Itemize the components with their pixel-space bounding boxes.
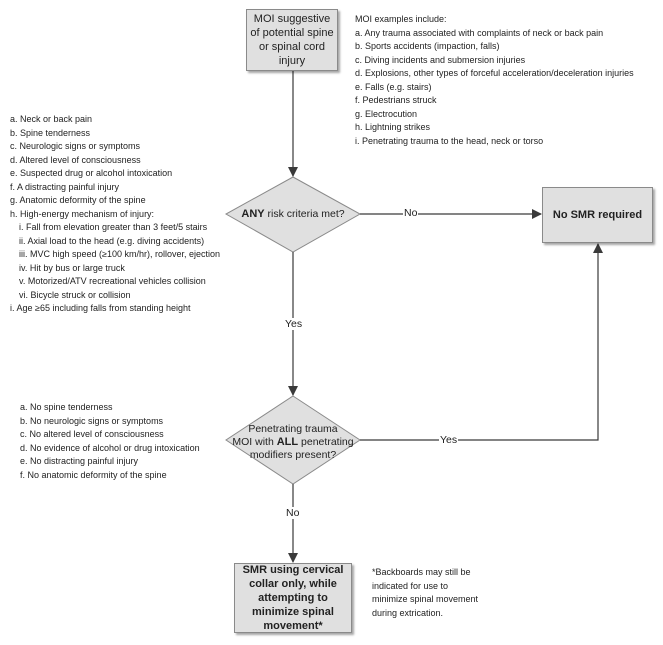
list-item: e. Suspected drug or alcohol intoxicatio… [10,168,173,178]
list-item: e. No distracting painful injury [20,456,139,466]
penetrating-decision-line2-post: penetrating [298,436,354,448]
list-item: c. Diving incidents and submersion injur… [355,54,526,65]
moi-suggestive-box: MOI suggestive of potential spine or spi… [246,9,338,71]
list-item: h. Lightning strikes [355,122,431,132]
penetrating-decision-line3: modifiers present? [249,449,337,461]
backboard-footnote: *Backboards may still be indicated for u… [372,567,479,618]
list-item: b. Spine tenderness [10,127,91,138]
risk-decision-any: ANY [241,208,265,220]
list-item: b. No neurologic signs or symptoms [20,415,164,426]
smr-collar-text: SMR using cervical collar only, while at… [242,564,344,632]
no-smr-box: No SMR required [542,187,653,243]
penetrating-decision-line2-pre: MOI with [232,436,277,448]
arrow-penetrating-yes [360,243,603,441]
moi-suggestive-text: MOI suggestive of potential spine or spi… [250,13,334,67]
smr-collar-box: SMR using cervical collar only, while at… [234,563,352,633]
risk-criteria-list: a. Neck or back pain b. Spine tenderness… [10,113,220,316]
list-item: i. Penetrating trauma to the head, neck … [355,135,544,146]
list-item: f. No anatomic deformity of the spine [20,469,167,480]
list-item: f. A distracting painful injury [10,181,120,192]
list-item: a. No spine tenderness [20,402,113,412]
penetrating-decision-line1: Penetrating trauma [248,423,338,435]
list-item: c. No altered level of consciousness [20,429,164,439]
penetrating-modifiers-list: a. No spine tenderness b. No neurologic … [20,401,200,482]
risk-decision-text: ANY risk criteria met? [228,208,358,221]
edge-label-penetrating-yes: Yes [439,434,459,446]
penetrating-decision-all: ALL [276,436,299,448]
list-item: i. Age ≥65 including falls from standing… [10,303,191,313]
moi-examples-list: MOI examples include: a. Any trauma asso… [355,13,634,148]
edge-label-penetrating-no: No [285,507,301,519]
list-item: h. High-energy mechanism of injury: [10,208,155,219]
list-item: f. Pedestrians struck [355,95,437,105]
penetrating-decision-text: Penetrating trauma MOI with ALL penetrat… [228,423,358,462]
list-item: d. Altered level of consciousness [10,154,141,165]
list-item: e. Falls (e.g. stairs) [355,81,432,92]
list-item: a. Any trauma associated with complaints… [355,27,604,38]
edge-label-risk-yes: Yes [284,318,304,330]
list-item: g. Anatomic deformity of the spine [10,195,146,205]
list-subitem: iii. MVC high speed (≥100 km/hr), rollov… [19,249,221,259]
list-subitem: iv. Hit by bus or large truck [19,262,125,273]
list-item: d. Explosions, other types of forceful a… [355,68,634,78]
list-item: c. Neurologic signs or symptoms [10,141,141,151]
list-item: b. Sports accidents (impaction, falls) [355,41,500,51]
no-smr-text: No SMR required [552,209,643,221]
list-subitem: vi. Bicycle struck or collision [19,289,131,300]
edge-label-risk-no: No [403,207,419,219]
risk-decision-rest: risk criteria met? [264,208,345,220]
list-subitem: i. Fall from elevation greater than 3 fe… [19,222,208,232]
list-item: a. Neck or back pain [10,114,93,124]
list-subitem: ii. Axial load to the head (e.g. diving … [19,235,205,246]
list-item: d. No evidence of alcohol or drug intoxi… [20,442,200,453]
list-subitem: v. Motorized/ATV recreational vehicles c… [19,276,206,286]
moi-examples-heading: MOI examples include: [355,14,447,24]
list-item: g. Electrocution [355,108,418,119]
